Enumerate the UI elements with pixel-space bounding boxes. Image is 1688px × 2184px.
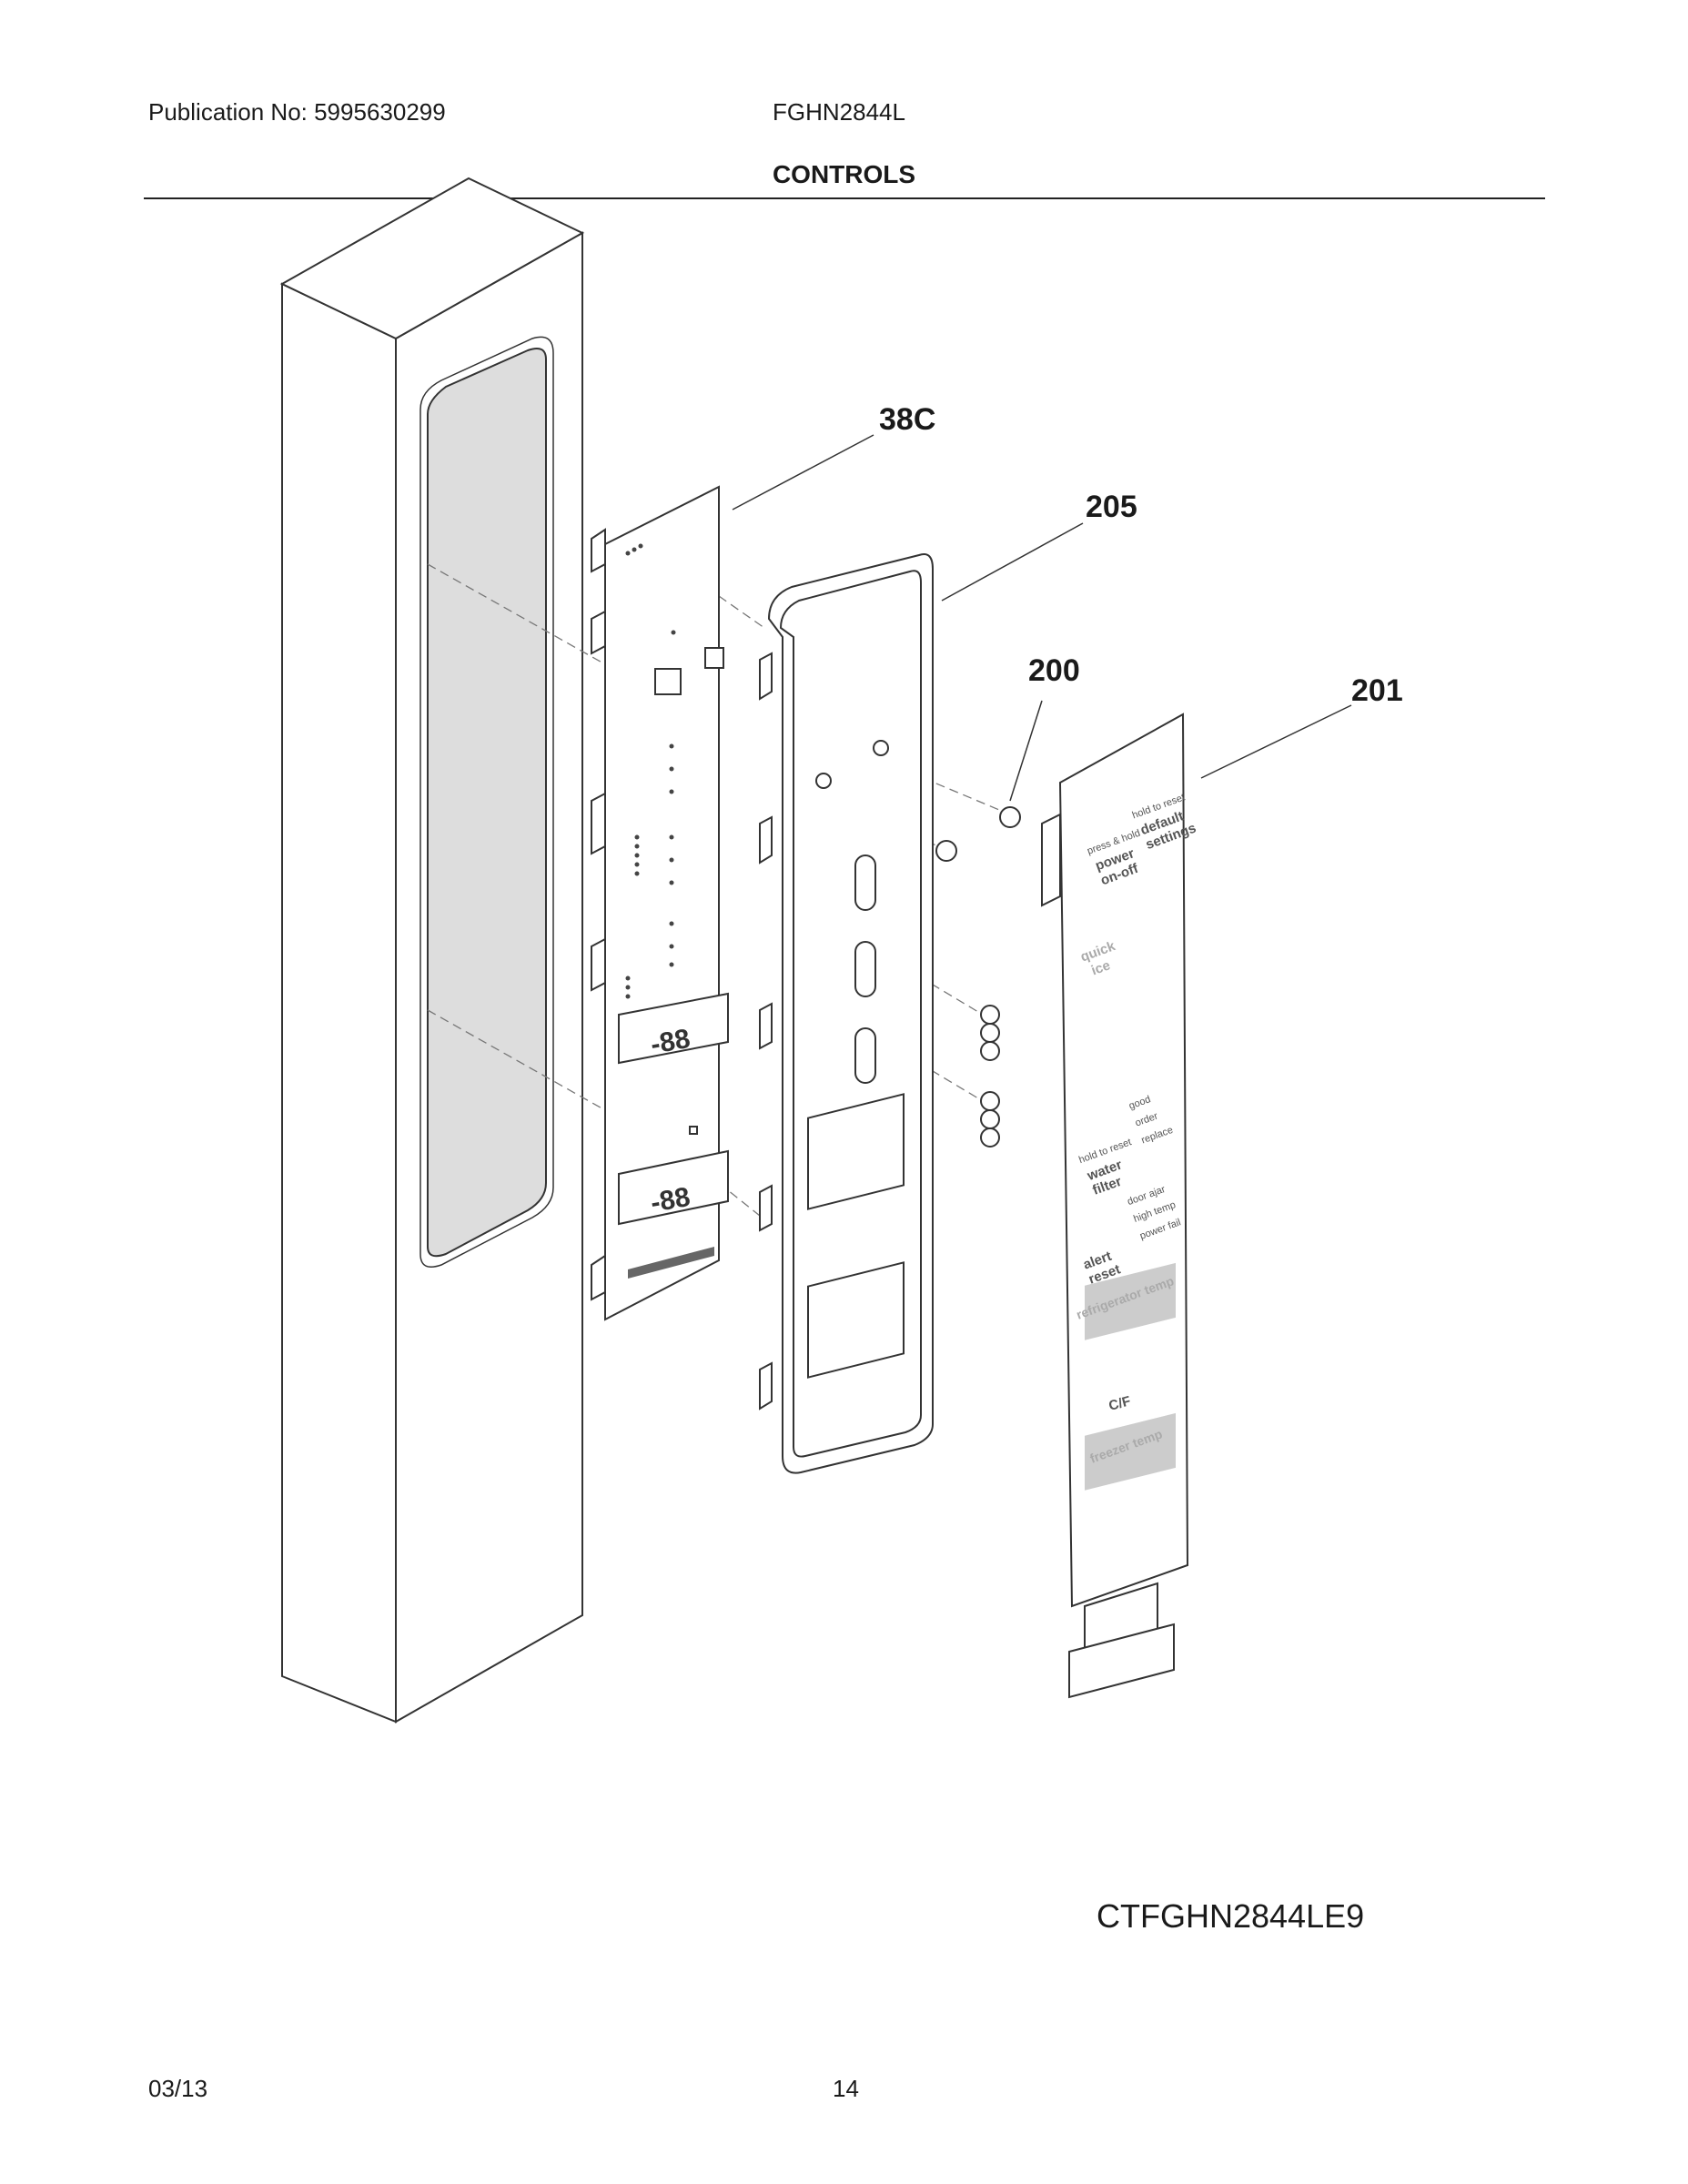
- section-title: CONTROLS: [772, 160, 916, 188]
- display-digits-upper: -88: [648, 1024, 692, 1060]
- part-200-screws: [935, 806, 1021, 1148]
- callout-200: 200: [1028, 653, 1080, 688]
- model-number: FGHN2844L: [773, 98, 905, 126]
- leader-lines: [732, 434, 1352, 802]
- part-38c-control-board: [591, 485, 729, 1321]
- part-205-control-bezel: [759, 553, 934, 1474]
- header-divider: [144, 197, 1545, 199]
- part-201-membrane-overlay: [1041, 713, 1189, 1699]
- catalog-code: CTFGHN2844LE9: [1097, 1897, 1365, 1935]
- overlay-ice: ice: [1089, 957, 1112, 978]
- callout-205: 205: [1086, 490, 1137, 524]
- publication-number: Publication No: 5995630299: [148, 98, 446, 126]
- page-number: 14: [833, 2075, 859, 2102]
- callout-201: 201: [1351, 673, 1403, 708]
- callout-38c: 38C: [879, 402, 935, 437]
- door-frame: [279, 177, 585, 1724]
- footer-date: 03/13: [148, 2075, 208, 2102]
- display-digits-lower: -88: [648, 1182, 692, 1218]
- overlay-cf: C/F: [1107, 1393, 1133, 1414]
